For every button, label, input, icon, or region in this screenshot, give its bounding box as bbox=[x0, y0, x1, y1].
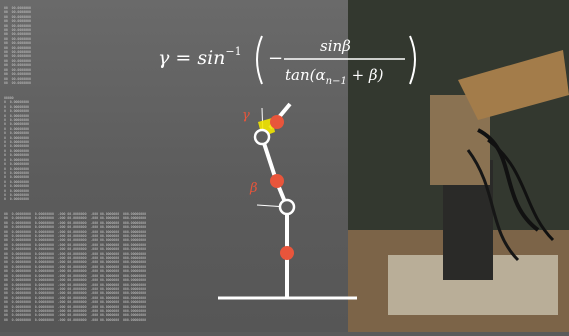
log-line: 00 00.0000000 bbox=[4, 50, 31, 55]
minus-sign: − bbox=[268, 48, 283, 69]
log-line: 00 0.00000000 0.00000000 -000 00.0000000… bbox=[4, 225, 147, 230]
log-line: 00 00.0000000 bbox=[4, 23, 31, 28]
log-line: 00 00.0000000 bbox=[4, 19, 31, 24]
gamma-formula: γ = sin−1 − sinβ tan(αn−1 + β) bbox=[158, 35, 416, 87]
robot-cable bbox=[477, 128, 540, 232]
log-line: 00 0.00000000 0.00000000 -000 00.0000000… bbox=[4, 247, 147, 252]
log-line: 0 0.00000000 bbox=[4, 148, 29, 153]
log-line: 00 00.0000000 bbox=[4, 63, 31, 68]
log-line: 0 0.00000000 bbox=[4, 140, 29, 145]
log-line: 00 0.00000000 0.00000000 -000 00.0000000… bbox=[4, 212, 147, 216]
log-line: 0 0.00000000 bbox=[4, 153, 29, 158]
formula-denominator: tan(αn−1 + β) bbox=[285, 66, 384, 87]
log-line: 00 0.00000000 0.00000000 -000 00.0000000… bbox=[4, 273, 147, 278]
log-line: 00 0.00000000 0.00000000 -000 00.0000000… bbox=[4, 282, 147, 287]
robot-photo bbox=[348, 0, 569, 332]
log-line: 0 0.00000000 bbox=[4, 135, 29, 140]
left-paren bbox=[256, 35, 263, 85]
log-line: 00000 bbox=[4, 96, 14, 100]
log-line: 00 0.00000000 0.00000000 -000 00.0000000… bbox=[4, 313, 147, 318]
log-line: 0 0.00000000 bbox=[4, 175, 29, 180]
log-line: 00 0.00000000 0.00000000 -000 00.0000000… bbox=[4, 242, 147, 247]
log-line: 00 0.00000000 0.00000000 -000 00.0000000… bbox=[4, 229, 147, 234]
log-line: 00 0.00000000 0.00000000 -000 00.0000000… bbox=[4, 317, 147, 322]
upper-marker-dot bbox=[270, 115, 284, 129]
log-line: 00 0.00000000 0.00000000 -000 00.0000000… bbox=[4, 300, 147, 305]
log-line: 0 0.00000000 bbox=[4, 197, 29, 202]
log-line: 00 00.0000000 bbox=[4, 14, 31, 19]
right-paren bbox=[409, 35, 416, 85]
formula-numerator: sinβ bbox=[320, 37, 351, 55]
log-line: 00 0.00000000 0.00000000 -000 00.0000000… bbox=[4, 238, 147, 243]
log-line: 0 0.00000000 bbox=[4, 192, 29, 197]
log-line: 0 0.00000000 bbox=[4, 170, 29, 175]
log-line: 00 0.00000000 0.00000000 -000 00.0000000… bbox=[4, 220, 147, 225]
log-line: 00 0.00000000 0.00000000 -000 00.0000000… bbox=[4, 260, 147, 265]
beta-label: β bbox=[249, 181, 258, 196]
log-line: 00 00.0000000 bbox=[4, 6, 31, 10]
robot-cable bbox=[487, 138, 555, 242]
log-line: 00 00.0000000 bbox=[4, 32, 31, 37]
gamma-label: γ bbox=[242, 108, 250, 123]
log-line: 0 0.00000000 bbox=[4, 188, 29, 193]
robot-end-plate bbox=[458, 50, 569, 120]
log-line: 00 00.0000000 bbox=[4, 80, 31, 85]
log-line: 00 00.0000000 bbox=[4, 10, 31, 15]
knee-joint bbox=[278, 198, 296, 216]
lower-marker-dot bbox=[280, 246, 294, 260]
log-line: 00 00.0000000 bbox=[4, 41, 31, 46]
log-line: 0 0.00000000 bbox=[4, 109, 29, 114]
log-line: 0 0.00000000 bbox=[4, 100, 29, 105]
log-line: 00 0.00000000 0.00000000 -000 00.0000000… bbox=[4, 278, 147, 283]
log-line: 00 0.00000000 0.00000000 -000 00.0000000… bbox=[4, 234, 147, 239]
log-line: 0 0.00000000 bbox=[4, 118, 29, 123]
log-line: 00 0.00000000 0.00000000 -000 00.0000000… bbox=[4, 251, 147, 256]
log-line: 0 0.00000000 bbox=[4, 184, 29, 189]
ankle-joint bbox=[253, 128, 271, 146]
log-line: 0 0.00000000 bbox=[4, 104, 29, 109]
log-line: 0 0.00000000 bbox=[4, 179, 29, 184]
log-line: 0 0.00000000 bbox=[4, 162, 29, 167]
log-line: 00 00.0000000 bbox=[4, 36, 31, 41]
log-line: 00 0.00000000 0.00000000 -000 00.0000000… bbox=[4, 286, 147, 291]
log-line: 00 00.0000000 bbox=[4, 54, 31, 59]
robot-photo-panel bbox=[348, 0, 569, 332]
log-line: 0 0.00000000 bbox=[4, 113, 29, 118]
log-line: 00 0.00000000 0.00000000 -000 00.0000000… bbox=[4, 308, 147, 313]
log-line: 00 00.0000000 bbox=[4, 28, 31, 33]
log-line: 0 0.00000000 bbox=[4, 122, 29, 127]
log-line: 00 0.00000000 0.00000000 -000 00.0000000… bbox=[4, 264, 147, 269]
log-line: 0 0.00000000 bbox=[4, 131, 29, 136]
schematic-panel bbox=[0, 0, 348, 332]
log-line: 00 0.00000000 0.00000000 -000 00.0000000… bbox=[4, 256, 147, 261]
log-line: 00 00.0000000 bbox=[4, 72, 31, 77]
formula-lhs: γ = sin−1 bbox=[158, 45, 242, 69]
log-line: 00 0.00000000 0.00000000 -000 00.0000000… bbox=[4, 304, 147, 309]
log-line: 00 0.00000000 0.00000000 -000 00.0000000… bbox=[4, 216, 147, 221]
log-line: 00 0.00000000 0.00000000 -000 00.0000000… bbox=[4, 269, 147, 274]
robot-cable bbox=[466, 149, 520, 262]
log-block-bottom: 00 0.00000000 0.00000000 -000 00.0000000… bbox=[4, 212, 146, 322]
log-line: 00 0.00000000 0.00000000 -000 00.0000000… bbox=[4, 295, 147, 300]
log-line: 0 0.00000000 bbox=[4, 166, 29, 171]
middle-marker-dot bbox=[270, 174, 284, 188]
log-line: 00 00.0000000 bbox=[4, 45, 31, 50]
log-line: 00 00.0000000 bbox=[4, 76, 31, 81]
log-line: 0 0.00000000 bbox=[4, 144, 29, 149]
log-line: 00 00.0000000 bbox=[4, 58, 31, 63]
log-line: 0 0.00000000 bbox=[4, 157, 29, 162]
log-line: 00 0.00000000 0.00000000 -000 00.0000000… bbox=[4, 291, 147, 296]
log-line: 00 00.0000000 bbox=[4, 67, 31, 72]
log-line: 0 0.00000000 bbox=[4, 126, 29, 131]
